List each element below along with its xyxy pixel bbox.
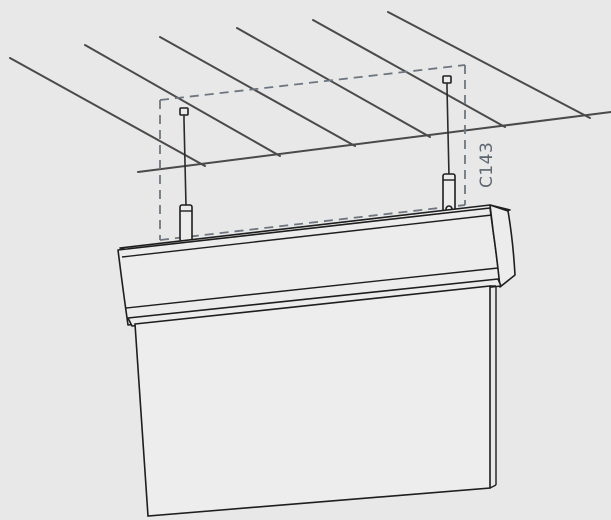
ceiling-joist-4	[236, 27, 431, 138]
ceiling-joist-6	[387, 11, 591, 119]
ceiling-joist-1	[9, 57, 206, 167]
housing-upper-ridge	[121, 214, 493, 258]
installation-guide-frame	[159, 64, 466, 241]
guide-top-edge	[159, 64, 466, 101]
panel-right-edge-cap	[489, 285, 497, 489]
housing-lower-ridge	[125, 267, 499, 309]
left-wire	[183, 119, 187, 207]
ceiling-joist-2	[84, 44, 281, 157]
guide-bottom-edge	[159, 204, 466, 241]
ceiling-joist-5	[312, 19, 506, 128]
left-ceiling-anchor	[179, 107, 189, 116]
right-wire	[446, 87, 450, 177]
ceiling-joist-3	[159, 36, 356, 147]
right-suspension-cable	[442, 75, 456, 213]
left-suspension-cable	[179, 107, 193, 242]
right-ceiling-anchor	[442, 75, 452, 84]
hanging-sign-panel	[134, 285, 491, 517]
dimension-label: C143	[477, 142, 497, 188]
ceiling-crossbar	[137, 111, 611, 173]
ceiling-grid	[9, 11, 611, 173]
housing-end-cap	[489, 204, 516, 288]
